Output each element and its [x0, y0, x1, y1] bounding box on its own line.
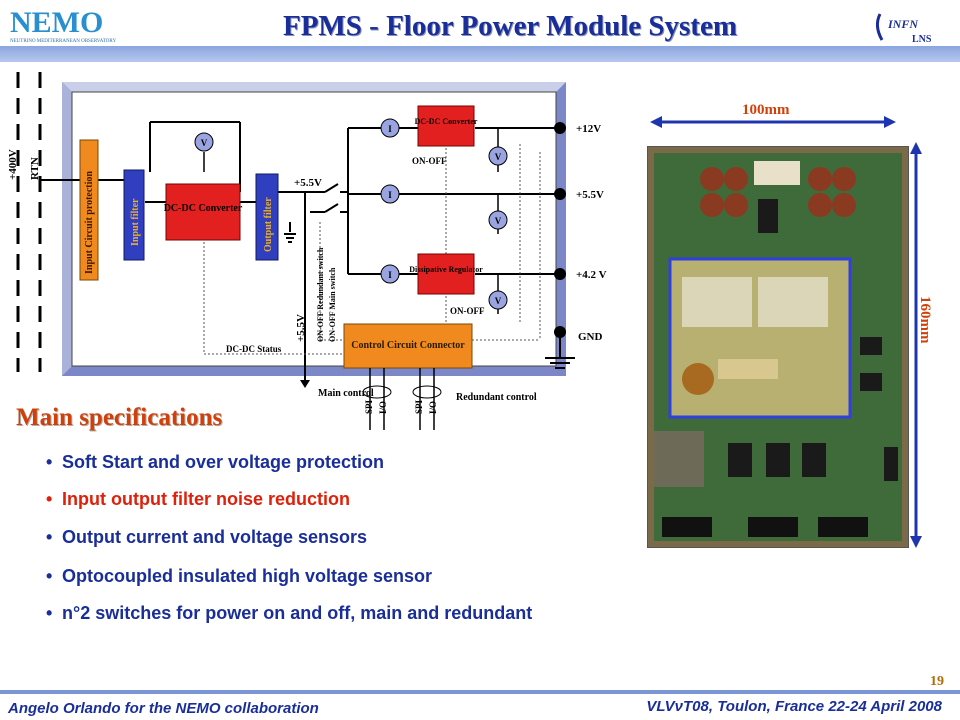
spec-text: n°2 switches for power on and off, main …: [62, 603, 533, 623]
spec-text: Output current and voltage sensors: [62, 527, 368, 547]
dcdc-converter-small: [417, 105, 475, 147]
bus-label-55v: +5.5V: [294, 177, 322, 189]
spec-item: • Optocoupled insulated high voltage sens…: [46, 566, 433, 587]
spec-text: Input output filter noise reduction: [62, 489, 350, 509]
slide-title: FPMS - Floor Power Module System: [283, 10, 737, 42]
voltage-sensor-42v: [488, 290, 508, 310]
output-filter-label: Output filter: [263, 197, 274, 252]
voltage-sensor-55v: [488, 210, 508, 230]
current-sensor-55v-label: I: [388, 190, 392, 200]
bus-spi-redundant: SPI: [414, 399, 424, 414]
spec-text: Soft Start and over voltage protection: [62, 452, 385, 472]
bullet-icon: •: [46, 489, 53, 509]
current-sensor-12v: [380, 118, 400, 138]
bullet-icon: •: [46, 452, 53, 472]
height-dimension-label: 160mm: [917, 296, 933, 344]
voltage-sensor-main: [194, 132, 214, 152]
main-switch-label: ON-OFF Main switch: [328, 267, 337, 342]
voltage-sensor-12v-label: V: [495, 152, 502, 162]
control-connector-label: Control Circuit Connector: [351, 340, 465, 351]
rail-label-55v: +5.5V: [576, 189, 604, 201]
dcdc-converter-main-label: DC-DC Converter: [164, 203, 243, 214]
slide-number: 19: [930, 674, 944, 689]
board-panel: [71, 91, 557, 367]
footer-conference: VLVνT08, Toulon, France 22-24 April 2008: [646, 698, 942, 715]
input-protection-block: [79, 139, 99, 281]
input-protection-label: Input Circuit protection: [84, 171, 95, 274]
current-sensor-55v: [380, 184, 400, 204]
terminal-55v: [554, 188, 566, 200]
bus-spi-main: SPI: [364, 399, 374, 414]
dissipative-regulator-block: [417, 253, 475, 295]
voltage-sensor-55v-label: V: [495, 216, 502, 226]
on-off-label-42v: ON-OFF: [450, 306, 485, 316]
terminal-42v: [554, 268, 566, 280]
photo-dimension-overlay: [650, 116, 922, 548]
spec-item: • Output current and voltage sensors: [46, 527, 368, 548]
redundant-control-label: Redundant control: [456, 392, 537, 403]
current-sensor-42v: [380, 264, 400, 284]
bullet-icon: •: [46, 527, 53, 547]
current-sensor-42v-label: I: [388, 270, 392, 280]
spec-item: • Soft Start and over voltage protection: [46, 452, 385, 473]
board-photo: [647, 146, 909, 548]
input-filter-label: Input filter: [130, 198, 141, 246]
control-connector-block: [343, 323, 473, 369]
spec-item: • Input output filter noise reduction: [46, 489, 350, 510]
voltage-sensor-42v-label: V: [495, 296, 502, 306]
bullet-icon: •: [46, 566, 53, 586]
bus-label-55v-vertical: +5.5V: [295, 314, 307, 342]
terminal-12v: [554, 122, 566, 134]
nemo-logo-text: NEMO: [10, 6, 103, 39]
footer-author: Angelo Orlando for the NEMO collaboratio…: [8, 700, 319, 717]
voltage-sensor-12v: [488, 146, 508, 166]
specs-heading: Main specifications: [16, 404, 223, 431]
dcdc-converter-small-label: DC-DC Converter: [415, 117, 478, 126]
infn-logo-text: INFN: [887, 17, 919, 31]
voltage-sensor-main-label: V: [201, 138, 208, 148]
main-control-label-line: Main control: [318, 388, 374, 399]
rail-label-12v: +12V: [576, 123, 601, 135]
nemo-logo: NEMO NEUTRINO MEDITERRANEAN OBSERVATORY: [6, 4, 156, 44]
footer-bar: [0, 690, 960, 694]
main-control-label: Main control: [318, 388, 374, 399]
dcdc-status-label: DC-DC Status: [226, 344, 282, 354]
lns-logo-text: LNS: [912, 34, 932, 45]
header-bar: [0, 46, 960, 62]
infn-logo: INFN LNS: [872, 6, 952, 46]
nemo-logo-caption: NEUTRINO MEDITERRANEAN OBSERVATORY: [10, 39, 116, 44]
output-filter-block: [255, 173, 279, 261]
width-dimension-label: 100mm: [742, 102, 790, 118]
redundant-switch-label: ON-OFF Redundant switch: [316, 247, 325, 342]
power-module-diagram: +400V RTN Input Circuit protect: [7, 72, 607, 430]
on-off-label-12v: ON-OFF: [412, 156, 447, 166]
rail-label-gnd: GND: [578, 331, 603, 343]
input-label-400v: +400V: [7, 149, 19, 180]
spec-text: Optocoupled insulated high voltage senso…: [62, 566, 433, 586]
rail-label-42v: +4.2 V: [576, 269, 607, 281]
input-label-rtn: RTN: [29, 157, 41, 180]
bus-io-main: I/O: [378, 401, 388, 414]
spec-item: • n°2 switches for power on and off, main…: [46, 603, 533, 624]
input-filter-block: [123, 169, 145, 261]
current-sensor-12v-label: I: [388, 124, 392, 134]
bullet-icon: •: [46, 603, 53, 623]
dcdc-converter-main: [165, 183, 241, 241]
dissipative-regulator-label: Dissipative Regulator: [409, 265, 483, 274]
bus-io-redundant: I/O: [428, 401, 438, 414]
terminal-gnd: [554, 326, 566, 338]
